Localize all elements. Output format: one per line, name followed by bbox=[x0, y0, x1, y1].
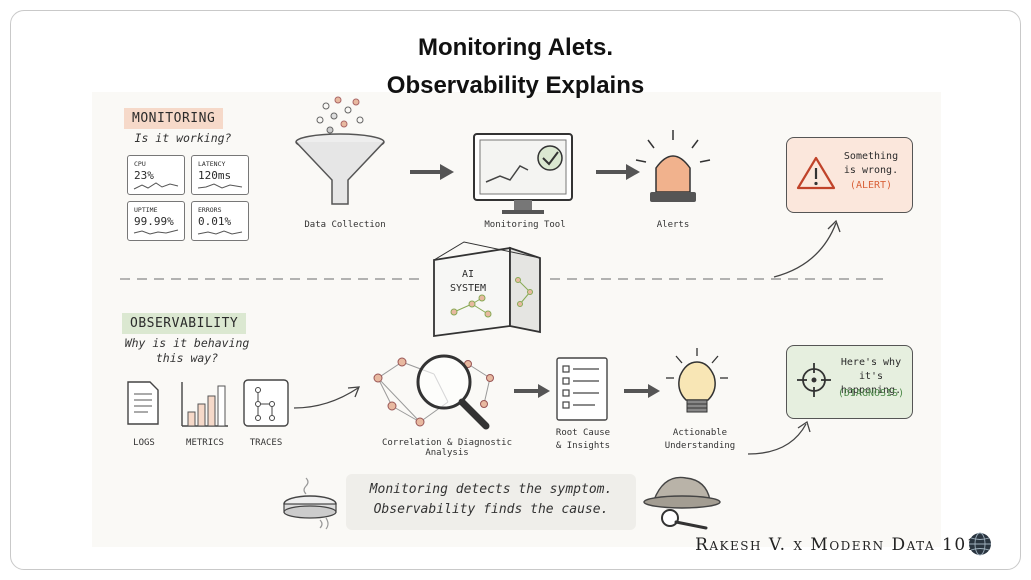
arrow-right-icon bbox=[514, 384, 550, 398]
document-icon bbox=[127, 381, 159, 425]
metric-value: 120ms bbox=[198, 169, 232, 182]
monitoring-tag: MONITORING bbox=[124, 108, 224, 129]
metric-label: ERRORS bbox=[198, 206, 222, 214]
arrow-right-icon bbox=[624, 384, 660, 398]
source-logs: LOGS bbox=[133, 438, 155, 448]
alert-text-line2: is wrong. bbox=[843, 165, 899, 176]
observability-tag: OBSERVABILITY bbox=[122, 313, 247, 334]
understanding-line1: Actionable bbox=[672, 428, 728, 438]
globe-logo-icon bbox=[969, 532, 991, 556]
bar-chart-icon bbox=[181, 382, 228, 427]
metric-label: CPU bbox=[134, 160, 146, 168]
diagnosis-text-line1: Here's why bbox=[840, 357, 902, 368]
warning-icon bbox=[796, 156, 836, 190]
understanding-line2: Understanding bbox=[664, 441, 736, 451]
smoke-detector-icon bbox=[283, 477, 337, 530]
page-title-line2: Observability Explains bbox=[386, 72, 645, 99]
metric-card-cpu: CPU 23% bbox=[127, 155, 185, 195]
metric-card-latency: LATENCY 120ms bbox=[191, 155, 249, 195]
metric-card-uptime: UPTIME 99.99% bbox=[127, 201, 185, 241]
summary-line2: Observability finds the cause. bbox=[373, 502, 609, 517]
arrow-right-icon bbox=[596, 164, 640, 180]
magnifier-network-icon bbox=[373, 354, 494, 430]
metric-value: 0.01% bbox=[198, 215, 232, 228]
lightbulb-icon bbox=[666, 348, 728, 413]
footer-credit: Rakesh V. x Modern Data 101 bbox=[695, 535, 979, 555]
ai-system-line2: SYSTEM bbox=[449, 283, 487, 294]
sparkline-icon bbox=[133, 229, 179, 235]
funnel-icon bbox=[295, 96, 385, 205]
arrow-right-icon bbox=[410, 164, 454, 180]
metric-label: LATENCY bbox=[198, 160, 226, 168]
analysis-caption: Correlation & Diagnostic Analysis bbox=[381, 438, 513, 458]
metric-label: UPTIME bbox=[134, 206, 158, 214]
diagnosis-text-line2: it's happening. bbox=[840, 371, 902, 396]
step-monitoring-tool: Monitoring Tool bbox=[484, 220, 566, 230]
monitoring-question: Is it working? bbox=[134, 131, 232, 145]
step-alerts: Alerts bbox=[656, 220, 690, 230]
step-data-collection: Data Collection bbox=[304, 220, 386, 230]
diagnosis-result-card bbox=[786, 345, 913, 419]
checklist-icon bbox=[556, 357, 608, 421]
observability-question-line1: Why is it behaving bbox=[124, 336, 250, 350]
curved-arrow-up-icon bbox=[747, 420, 811, 455]
alert-result-card bbox=[786, 137, 913, 213]
observability-question-line2: this way? bbox=[155, 351, 219, 365]
monitor-check-icon bbox=[473, 133, 573, 214]
sparkline-icon bbox=[197, 183, 243, 189]
alert-text-line1: Something bbox=[843, 151, 899, 162]
sparkline-icon bbox=[133, 182, 179, 190]
sparkline-icon bbox=[197, 230, 243, 235]
ai-system-line1: AI bbox=[461, 269, 475, 280]
alarm-light-icon bbox=[635, 130, 711, 202]
root-cause-line1: Root Cause bbox=[555, 428, 611, 438]
source-traces: TRACES bbox=[249, 438, 283, 448]
section-divider bbox=[120, 278, 890, 280]
summary-line1: Monitoring detects the symptom. bbox=[369, 482, 613, 497]
metric-value: 23% bbox=[134, 169, 154, 182]
alert-text-line3: (ALERT) bbox=[849, 180, 893, 191]
root-cause-line2: & Insights bbox=[555, 441, 611, 451]
source-metrics: METRICS bbox=[186, 438, 224, 448]
detective-hat-icon bbox=[643, 476, 721, 530]
ai-cube-icon bbox=[433, 241, 541, 338]
curved-arrow-right-icon bbox=[293, 386, 360, 409]
curved-arrow-up-icon bbox=[773, 219, 841, 278]
summary-banner bbox=[346, 474, 636, 530]
flow-icon bbox=[243, 379, 289, 427]
metric-card-errors: ERRORS 0.01% bbox=[191, 201, 249, 241]
metric-value: 99.99% bbox=[134, 215, 174, 228]
crosshair-icon bbox=[797, 363, 831, 397]
diagnosis-text-line3: (DIAGNOSIS) bbox=[837, 388, 905, 399]
page-title-line1: Monitoring Alets. bbox=[417, 34, 614, 61]
